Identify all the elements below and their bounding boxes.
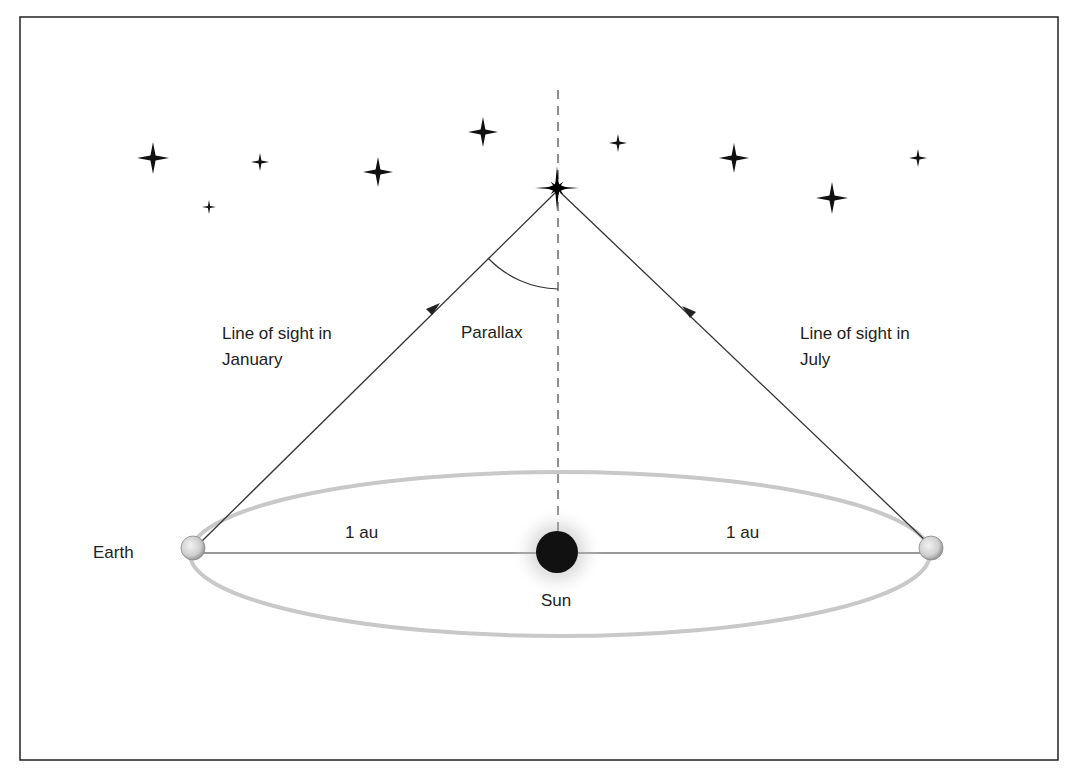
- arrowhead: [426, 303, 440, 315]
- distance-label: 1 au: [726, 520, 759, 546]
- sight-line-label: Line of sight in July: [800, 321, 910, 372]
- frame: [20, 17, 1058, 760]
- distance-label: 1 au: [345, 520, 378, 546]
- target-star: [535, 166, 579, 210]
- star-label: Sun: [541, 588, 571, 614]
- earth-orbit: [190, 472, 930, 636]
- sight-line-january: [200, 192, 556, 543]
- parallax-angle-arc: [488, 258, 558, 289]
- arrowhead: [682, 306, 696, 318]
- sun: [536, 531, 578, 573]
- planet-label: Earth: [93, 540, 134, 566]
- background-stars: [137, 117, 927, 214]
- sun-glow: [511, 506, 603, 598]
- earth-july: [919, 536, 943, 560]
- earth-january: [181, 536, 205, 560]
- sight-line-label: Line of sight in January: [222, 321, 332, 372]
- angle-label: Parallax: [461, 320, 522, 346]
- sight-line-july: [560, 192, 928, 543]
